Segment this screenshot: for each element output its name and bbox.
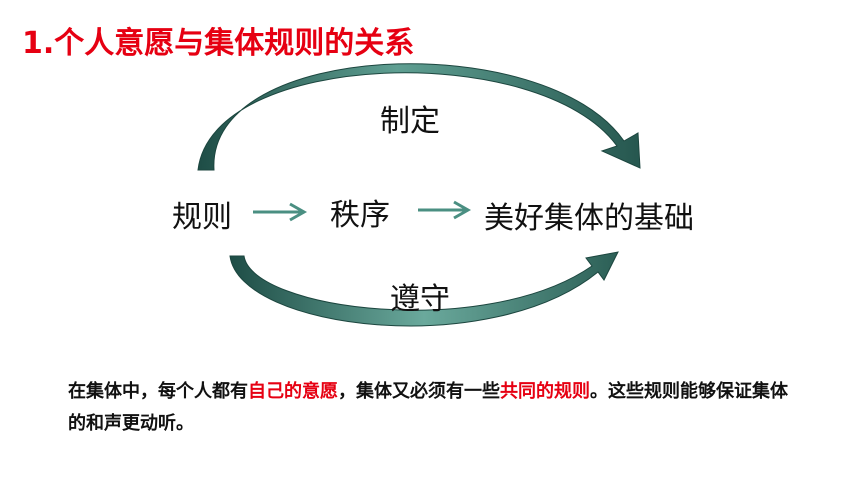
bottom-curved-arrow xyxy=(229,251,619,327)
node-rules: 规则 xyxy=(172,200,232,235)
explanation-paragraph: 在集体中，每个人都有自己的意愿，集体又必须有一些共同的规则。这些规则能够保证集体… xyxy=(68,376,788,440)
arrow-rule-to-order xyxy=(253,202,308,222)
label-obey: 遵守 xyxy=(390,282,450,317)
slide-title: 1.个人意愿与集体规则的关系 xyxy=(22,26,415,61)
label-formulate: 制定 xyxy=(380,104,440,139)
highlight-common-rules: 共同的规则 xyxy=(500,381,590,402)
node-good-collective-foundation: 美好集体的基础 xyxy=(484,201,694,236)
node-order: 秩序 xyxy=(330,198,390,233)
paragraph-text-1: 在集体中，每个人都有 xyxy=(68,381,248,402)
paragraph-text-2: ，集体又必须有一些 xyxy=(338,381,500,402)
highlight-own-will: 自己的意愿 xyxy=(248,381,338,402)
top-curved-arrow xyxy=(197,63,641,171)
arrow-order-to-foundation xyxy=(418,200,472,220)
paragraph-text-3: 。这些规则能够保证集体的和声更动听。 xyxy=(68,381,788,434)
